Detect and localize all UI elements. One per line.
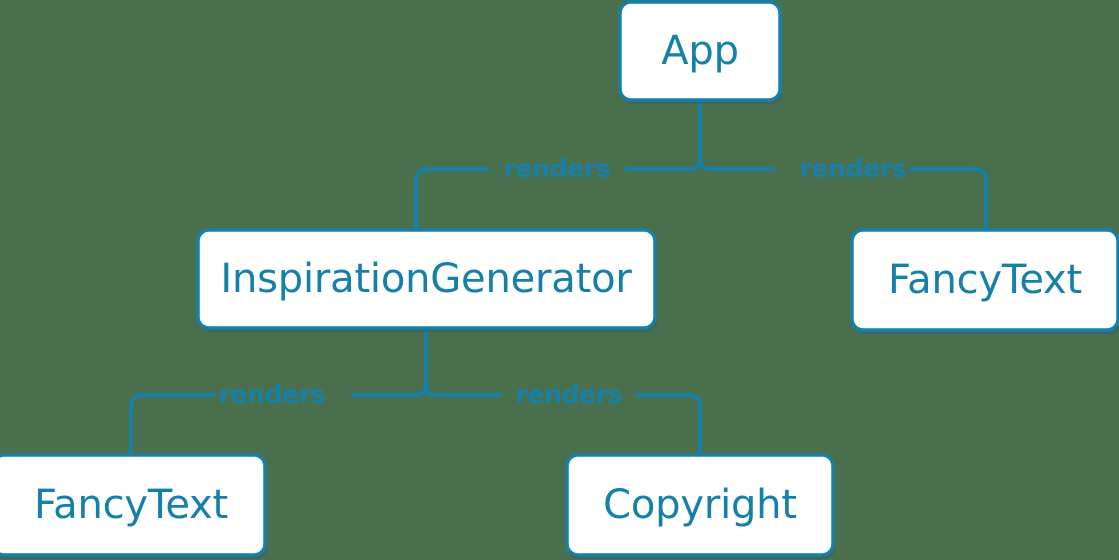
- node-app-box[interactable]: [618, 0, 782, 102]
- node-copyright[interactable]: Copyright: [565, 453, 835, 559]
- edge-app-trunk: [698, 100, 775, 171]
- node-app[interactable]: App: [618, 0, 782, 104]
- node-app-label: App: [661, 28, 739, 74]
- edge-app-to-fancytext-right: [910, 167, 988, 230]
- node-inspirationgenerator-box[interactable]: [196, 228, 657, 330]
- node-inspirationgenerator[interactable]: InspirationGenerator: [196, 228, 657, 332]
- edge-inspiration-trunk: [424, 328, 501, 397]
- edge-group-level-1: [414, 100, 988, 230]
- edge-label-inspiration-to-copyright: renders: [515, 380, 622, 409]
- node-fancytext-left-box[interactable]: [0, 453, 267, 557]
- edge-inspiration-trunk-left: [351, 383, 428, 397]
- edge-app-trunk-left: [625, 157, 702, 171]
- edge-group-level-2: [129, 328, 702, 456]
- node-fancytext-right-label: FancyText: [888, 257, 1082, 303]
- edge-label-app-to-inspiration: renders: [503, 154, 610, 183]
- node-fancytext-right-box[interactable]: [850, 228, 1119, 332]
- edge-app-to-inspiration: [414, 167, 489, 230]
- node-fancytext-left-label: FancyText: [34, 482, 228, 528]
- edge-inspiration-to-fancytext: [129, 393, 215, 456]
- node-copyright-label: Copyright: [603, 482, 797, 528]
- edge-inspiration-to-copyright: [636, 393, 702, 456]
- node-copyright-box[interactable]: [565, 453, 835, 557]
- node-inspirationgenerator-label: InspirationGenerator: [220, 256, 632, 302]
- node-fancytext-right[interactable]: FancyText: [850, 228, 1119, 334]
- node-fancytext-left[interactable]: FancyText: [0, 453, 267, 559]
- edge-label-app-to-fancytext-right: renders: [799, 154, 906, 183]
- edge-label-inspiration-to-fancytext: renders: [218, 380, 325, 409]
